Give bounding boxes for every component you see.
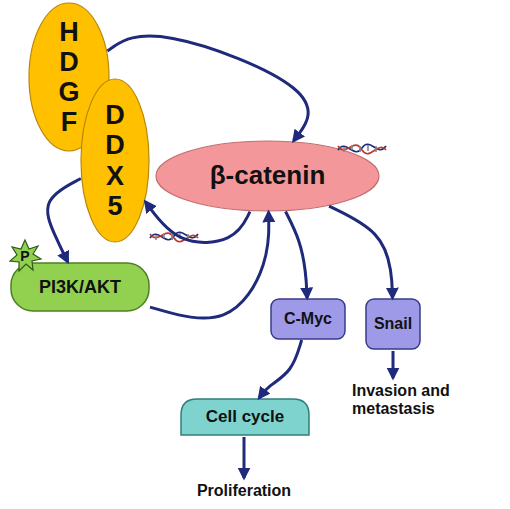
signal-arrow xyxy=(48,178,81,262)
node-label: Cell cycle xyxy=(206,407,284,427)
signal-arrow xyxy=(259,340,302,398)
node-label: Snail xyxy=(374,315,412,333)
target-box: Snail xyxy=(365,298,421,350)
target-box: C-Myc xyxy=(270,298,346,340)
signal-arrow xyxy=(329,206,392,298)
node-label: D D X 5 xyxy=(101,100,129,221)
phospho-label: P xyxy=(17,248,33,264)
dna-helix xyxy=(150,232,198,241)
signal-arrow xyxy=(150,212,269,318)
node-label: β-catenin xyxy=(210,161,326,191)
protein-ellipse: β-catenin xyxy=(155,140,380,212)
pathway-box: PI3K/AKT xyxy=(10,262,150,312)
node-label: PI3K/AKT xyxy=(39,277,121,298)
outcome-label: Invasion and metastasis xyxy=(352,382,502,418)
outcome-label: Proliferation xyxy=(184,482,304,500)
arrow-line xyxy=(243,437,246,478)
protein-ellipse: D D X 5 xyxy=(80,78,150,243)
node-label: H D G F xyxy=(55,17,83,138)
node-label: C-Myc xyxy=(284,310,332,328)
process-box: Cell cycle xyxy=(180,398,310,436)
signal-arrow xyxy=(286,212,308,298)
arrow-line xyxy=(392,351,395,378)
